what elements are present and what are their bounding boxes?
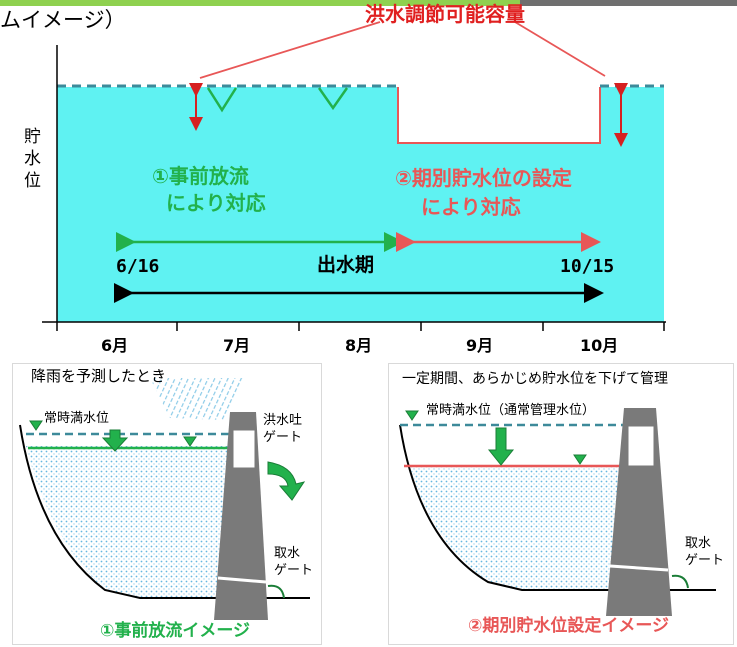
rain-area	[150, 378, 245, 420]
spillway-flow-arrow-icon	[267, 461, 306, 501]
pre-release-caption: ①事前放流イメージ	[100, 621, 251, 641]
month-label-aug: 8月	[345, 336, 373, 355]
strategy-left-line1: ①事前放流	[152, 164, 249, 188]
y-axis-label: 貯水位	[24, 127, 41, 191]
strategy-right-line2: により対応	[421, 195, 521, 219]
pre-release-note: 降雨を予測したとき	[31, 367, 167, 385]
water-level-marker-icon-2	[183, 436, 197, 447]
strategy-right-line1: ②期別貯水位の設定	[395, 166, 572, 190]
normal-water-level-label-left: 常時満水位	[44, 411, 110, 426]
dam-body-right	[606, 408, 672, 616]
spillway-gate-label: 洪水吐ゲート	[263, 413, 303, 445]
seasonal-level-caption: ②期別貯水位設定イメージ	[468, 616, 670, 636]
drawdown-notch-2	[317, 87, 349, 111]
end-date: 10/15	[560, 256, 615, 277]
normal-water-level-label-right: 常時満水位（通常管理水位）	[426, 403, 596, 418]
title-fragment: ムイメージ）	[0, 8, 126, 32]
seasonal-level-note: 一定期間、あらかじめ貯水位を下げて管理	[402, 371, 668, 387]
flood-capacity-label: 洪水調節可能容量	[365, 2, 525, 26]
water-level-marker-icon	[29, 420, 43, 431]
water-level-marker-icon-3	[405, 410, 419, 421]
month-label-oct: 10月	[580, 336, 619, 355]
intake-gate-label-left: 取水ゲート	[274, 546, 314, 578]
reservoir-bowl-left	[26, 446, 230, 598]
reservoir-water-area	[57, 87, 664, 322]
month-label-jun: 6月	[101, 336, 129, 355]
down-arrow-icon-right	[487, 427, 515, 466]
top-accent-bar	[0, 0, 737, 6]
start-date: 6/16	[116, 256, 160, 277]
strategy-left-line2: により対応	[166, 191, 266, 215]
drawdown-notch-1	[206, 87, 238, 113]
intake-gate-label-right: 取水ゲート	[685, 536, 725, 568]
lowered-level-outline	[397, 87, 601, 144]
flood-season-label: 出水期	[317, 254, 375, 276]
month-label-jul: 7月	[223, 336, 251, 355]
month-label-sep: 9月	[466, 336, 494, 355]
down-arrow-icon	[101, 429, 129, 452]
water-level-marker-icon-4	[573, 454, 587, 465]
reservoir-bowl-right	[410, 466, 628, 590]
